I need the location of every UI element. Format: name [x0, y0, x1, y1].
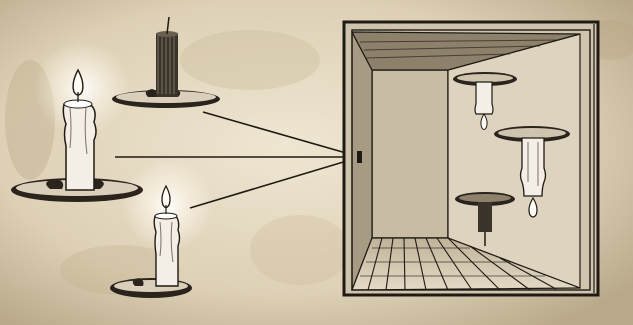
box-back-wall: [371, 69, 449, 239]
ray-lower-in: [189, 156, 361, 209]
wax-lower: [153, 215, 181, 287]
floor-boards: [360, 237, 557, 291]
candle-upper: [112, 16, 220, 108]
image-upper-inverted: [453, 72, 517, 130]
image-middle-flame: [528, 196, 538, 218]
candle-middle: [11, 68, 143, 202]
wick-upper: [166, 16, 170, 35]
candle-lower: [110, 184, 192, 298]
box-floor: [351, 237, 581, 291]
wax-middle: [62, 103, 97, 191]
ray-upper-in: [202, 111, 361, 158]
box-frame: [342, 20, 600, 297]
obscura-box: [342, 20, 600, 297]
image-middle-inverted: [494, 126, 570, 218]
wax-upper: [156, 33, 178, 97]
pinhole: [357, 151, 362, 163]
image-upper-flame: [480, 113, 488, 130]
image-lower-inverted: [455, 192, 515, 246]
